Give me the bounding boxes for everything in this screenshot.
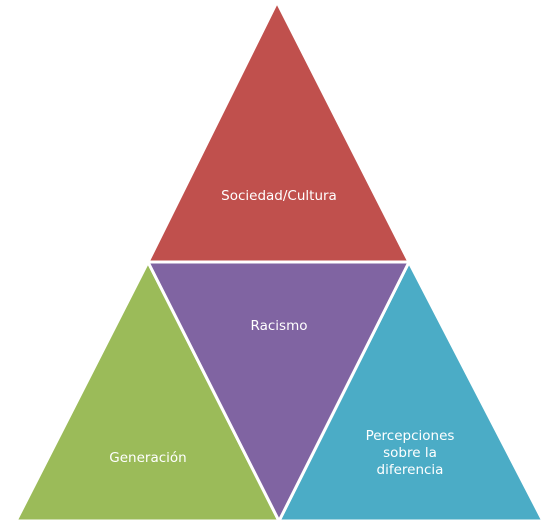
triangle-racismo: Racismo [145, 260, 412, 525]
label-percepciones-line-3: diferencia [377, 462, 444, 478]
label-percepciones-line-2: sobre la [383, 445, 437, 461]
triangle-center-shape [145, 260, 412, 525]
label-sociedad-cultura: Sociedad/Cultura [221, 188, 337, 204]
triangle-top-shape [145, 0, 412, 264]
triangle-sociedad-cultura: Sociedad/Cultura [145, 0, 412, 264]
label-percepciones-line-1: Percepciones [366, 428, 455, 444]
label-generacion: Generación [109, 450, 186, 466]
label-racismo: Racismo [251, 318, 308, 334]
